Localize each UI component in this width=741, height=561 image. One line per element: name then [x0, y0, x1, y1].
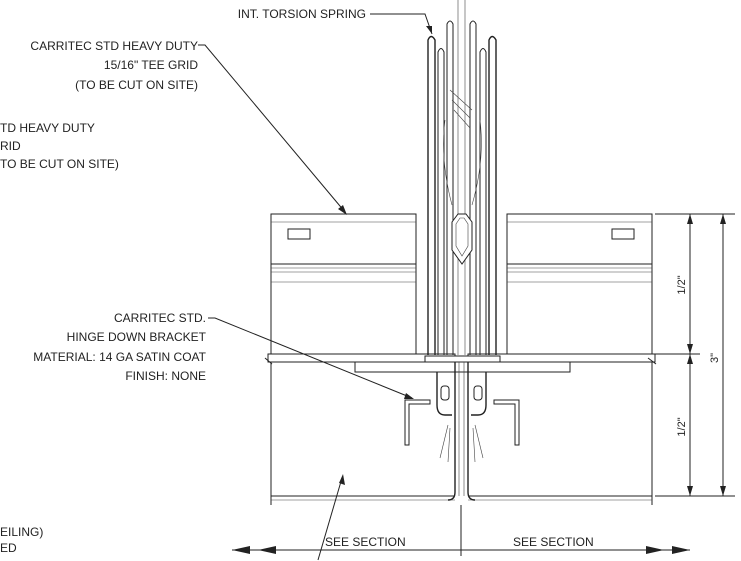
hinge-label-line-4: FINISH: NONE [125, 369, 206, 383]
right-tee-grid [506, 213, 653, 355]
torsion-spring-rods [427, 0, 497, 355]
hinge-bracket [404, 355, 520, 501]
hinge-label-line-1: CARRITEC STD. [114, 311, 206, 325]
dimension-total: 3" [709, 353, 721, 363]
see-section-arrows [232, 546, 690, 554]
hinge-label-line-2: HINGE DOWN BRACKET [67, 330, 207, 344]
left-tee-grid [270, 213, 417, 355]
left-cut-label-line-1: TD HEAVY DUTY [0, 121, 95, 135]
leader-lines [198, 13, 433, 561]
ceiling-label-line-1: EILING) [0, 525, 43, 539]
ceiling-label-line-2: ED [0, 541, 17, 555]
left-cut-label-line-2: RID [0, 139, 21, 153]
tee-grid-label-line-3: (TO BE CUT ON SITE) [75, 78, 198, 92]
tee-grid-label-line-2: 15/16" TEE GRID [104, 58, 198, 72]
dimension-lower-half: 1/2" [676, 417, 688, 436]
see-section-left-label: SEE SECTION [325, 535, 406, 549]
see-section-right-label: SEE SECTION [513, 535, 594, 549]
dimension-lines [655, 213, 735, 497]
hinge-label-line-3: MATERIAL: 14 GA SATIN COAT [33, 350, 206, 364]
dimension-upper-half: 1/2" [676, 275, 688, 294]
left-cut-label-line-3: TO BE CUT ON SITE) [0, 157, 119, 171]
torsion-spring-label: INT. TORSION SPRING [238, 7, 366, 21]
lower-panels [264, 353, 657, 505]
tee-grid-label-line-1: CARRITEC STD HEAVY DUTY [30, 39, 198, 53]
